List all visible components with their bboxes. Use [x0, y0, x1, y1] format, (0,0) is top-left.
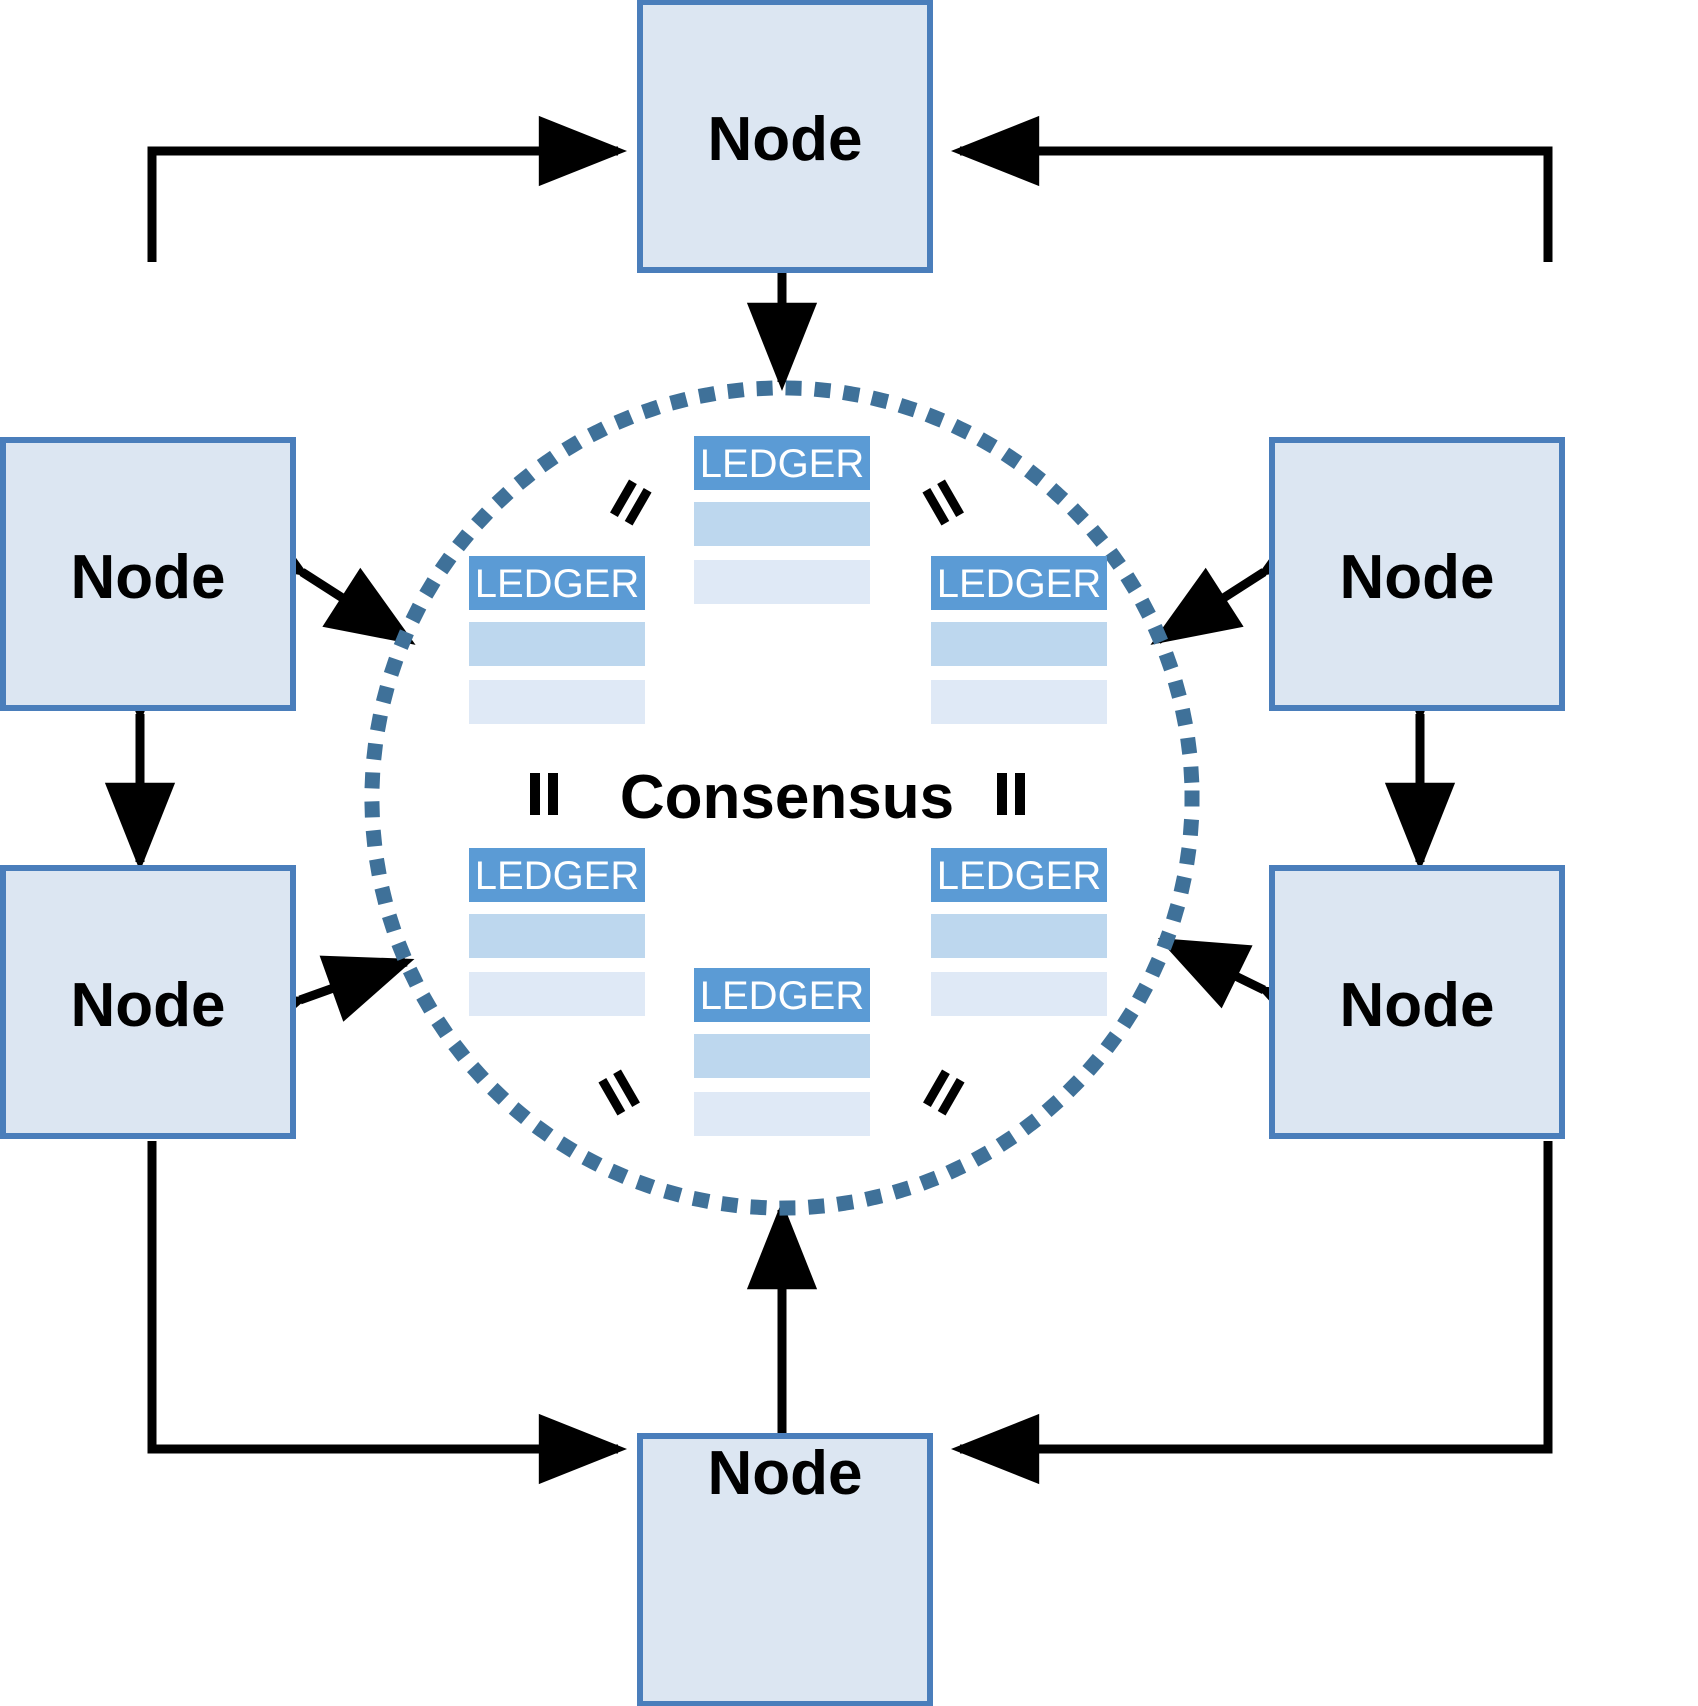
- ledger-upper-right-header[interactable]: [931, 556, 1107, 610]
- ledger-upper-left-row-2: [469, 680, 645, 724]
- node-right-lower-box[interactable]: [1269, 865, 1565, 1139]
- connection-right-lower-to-consensus: [1157, 937, 1351, 1057]
- equals-mark-lower-right: [923, 1069, 965, 1116]
- ledger-upper-left-header[interactable]: [469, 556, 645, 610]
- ledger-top-label: LEDGER: [700, 442, 865, 486]
- ledger-bottom-row-2: [694, 1092, 870, 1136]
- equals-marks: [530, 479, 1025, 1116]
- ledger-upper-left-label: LEDGER: [475, 562, 640, 606]
- ledger-lower-left-row-2: [469, 972, 645, 1016]
- node-bottom-label: Node: [708, 1439, 863, 1508]
- ledger-bottom-label: LEDGER: [700, 974, 865, 1018]
- node-bottom[interactable]: Node: [637, 1433, 933, 1706]
- ledger-upper-right-label: LEDGER: [937, 562, 1102, 606]
- connection-left-upper-to-top: [147, 115, 628, 262]
- ledger-upper-right-row-2: [931, 680, 1107, 724]
- node-left-upper-box[interactable]: [0, 437, 296, 711]
- ledger-top-header[interactable]: [694, 436, 870, 490]
- node-top-label: Node: [708, 105, 863, 174]
- ledger-upper-right-row-1: [931, 622, 1107, 666]
- node-left-upper-label: Node: [71, 543, 226, 612]
- ledger-lower-right-row-2: [931, 972, 1107, 1016]
- node-right-lower-label: Node: [1340, 971, 1495, 1040]
- ledger-upper-left[interactable]: LEDGER: [469, 556, 645, 724]
- ledger-lower-left-row-1: [469, 914, 645, 958]
- ledger-lower-left-header[interactable]: [469, 848, 645, 902]
- ledger-bottom-row-1: [694, 1034, 870, 1078]
- connection-right-lower-to-bottom: [950, 1141, 1553, 1485]
- connection-right-upper-to-consensus: [1150, 499, 1350, 645]
- node-left-lower-label: Node: [71, 971, 226, 1040]
- ledger-lower-right-label: LEDGER: [937, 854, 1102, 898]
- connection-left-lower-to-consensus: [213, 955, 415, 1060]
- node-bottom-box[interactable]: [637, 1433, 933, 1706]
- ledger-upper-right[interactable]: LEDGER: [931, 556, 1107, 724]
- equals-mark-upper-left: [610, 479, 652, 526]
- node-top-box[interactable]: [637, 0, 933, 273]
- ledger-lower-left[interactable]: LEDGER: [469, 848, 645, 1016]
- ledger-lower-left-label: LEDGER: [475, 854, 640, 898]
- consensus-connections: [213, 192, 1351, 1514]
- node-top[interactable]: Node: [637, 0, 933, 273]
- node-right-lower[interactable]: Node: [1269, 865, 1565, 1139]
- ledger-lower-right-header[interactable]: [931, 848, 1107, 902]
- ledger-bottom-header[interactable]: [694, 968, 870, 1022]
- node-left-lower-box[interactable]: [0, 865, 296, 1139]
- node-left-upper[interactable]: Node: [0, 437, 296, 711]
- consensus-boundary-circle: [364, 380, 1200, 1216]
- ledger-bottom[interactable]: LEDGER: [694, 968, 870, 1136]
- outer-connections: [147, 115, 1553, 1485]
- ledger-top[interactable]: LEDGER: [694, 436, 870, 604]
- connection-left-upper-to-consensus: [216, 499, 416, 645]
- ledger-lower-right[interactable]: LEDGER: [931, 848, 1107, 1016]
- ledger-top-row-1: [694, 502, 870, 546]
- ledger-top-row-2: [694, 560, 870, 604]
- node-right-upper-box[interactable]: [1269, 437, 1565, 711]
- equals-mark-lower-left: [598, 1069, 640, 1116]
- node-right-upper-label: Node: [1340, 543, 1495, 612]
- side-node-connections: [104, 634, 1456, 872]
- equals-mark-right: [997, 773, 1025, 815]
- consensus-label: Consensus: [620, 763, 954, 832]
- connection-right-upper-to-top: [950, 115, 1553, 262]
- node-right-upper[interactable]: Node: [1269, 437, 1565, 711]
- node-left-lower[interactable]: Node: [0, 865, 296, 1139]
- ledger-upper-left-row-1: [469, 622, 645, 666]
- equals-mark-left: [530, 773, 558, 815]
- equals-mark-upper-right: [922, 479, 964, 526]
- connection-left-lower-to-bottom: [147, 1141, 628, 1485]
- ledger-lower-right-row-1: [931, 914, 1107, 958]
